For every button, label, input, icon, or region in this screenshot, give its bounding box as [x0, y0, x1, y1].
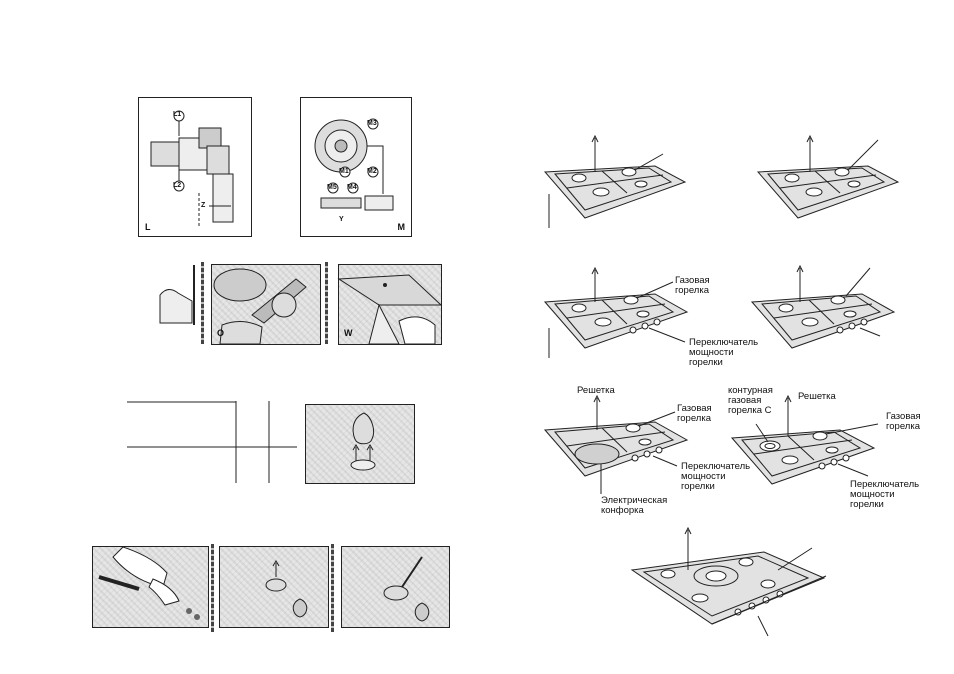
figure-letter-W: W — [344, 328, 353, 338]
figure-edge-detail — [158, 265, 196, 325]
label-M5: M5 — [327, 184, 337, 191]
hob5-grate-label: Решетка — [577, 386, 615, 396]
divider-rule-4 — [331, 544, 334, 632]
hob-2-drawing — [758, 130, 908, 230]
hob-diagram-3: Газовая горелка Переключатель мощности г… — [545, 264, 760, 374]
label-Y: Y — [339, 216, 344, 223]
hob3-knob-label: Переключатель мощности горелки — [689, 338, 758, 368]
hob-diagram-1 — [545, 130, 695, 230]
figure-L-pipe-connection: L1 L2 Z L — [138, 97, 252, 237]
hob-7-drawing — [628, 526, 828, 638]
label-M3: M3 — [367, 120, 377, 127]
empty-table — [127, 401, 297, 483]
label-M4: M4 — [347, 184, 357, 191]
figure-cleaning-brush — [92, 546, 209, 628]
figure-M-burner-diagram: M1 M2 M3 M4 M5 Y M — [300, 97, 412, 237]
hob-diagram-6: контурная газовая горелка С Решетка Газо… — [728, 384, 928, 520]
hob5-hotplate-label: Электрическая конфорка — [601, 496, 667, 516]
label-M1: M1 — [339, 168, 349, 175]
figure-letter-M: M — [398, 222, 406, 232]
hob5-burner-label: Газовая горелка — [677, 404, 712, 424]
hob-diagram-7 — [628, 526, 828, 638]
label-L1: L1 — [173, 111, 181, 118]
hob6-burner-label: Газовая горелка — [886, 412, 921, 432]
hob-diagram-2 — [758, 130, 908, 230]
figure-burner-cleaning — [341, 546, 450, 628]
figure-flame-adjustment — [305, 404, 415, 484]
figure-letter-O: O — [217, 328, 224, 338]
divider-rule-2 — [325, 262, 328, 344]
hob6-grate-label: Решетка — [798, 392, 836, 402]
pipe-connection-drawing — [139, 98, 251, 236]
hob6-contour-burner-label: контурная газовая горелка С — [728, 386, 773, 416]
hob-diagram-4 — [752, 264, 910, 374]
label-M2: M2 — [367, 168, 377, 175]
figure-O-injector-wrench: O — [211, 264, 321, 345]
hob3-burner-label: Газовая горелка — [675, 276, 710, 296]
figure-letter-L: L — [145, 222, 151, 232]
divider-rule-1 — [201, 262, 204, 344]
label-L2: L2 — [173, 182, 181, 189]
figure-burner-cap-removal — [219, 546, 329, 628]
burner-diagram-drawing — [301, 98, 411, 236]
divider-rule-3 — [211, 544, 214, 632]
hob-4-drawing — [752, 264, 910, 374]
hob-1-drawing — [545, 130, 695, 230]
label-Z: Z — [201, 202, 205, 209]
hob6-knob-label: Переключатель мощности горелки — [850, 480, 919, 510]
figure-W-panel-lift: W — [338, 264, 442, 345]
